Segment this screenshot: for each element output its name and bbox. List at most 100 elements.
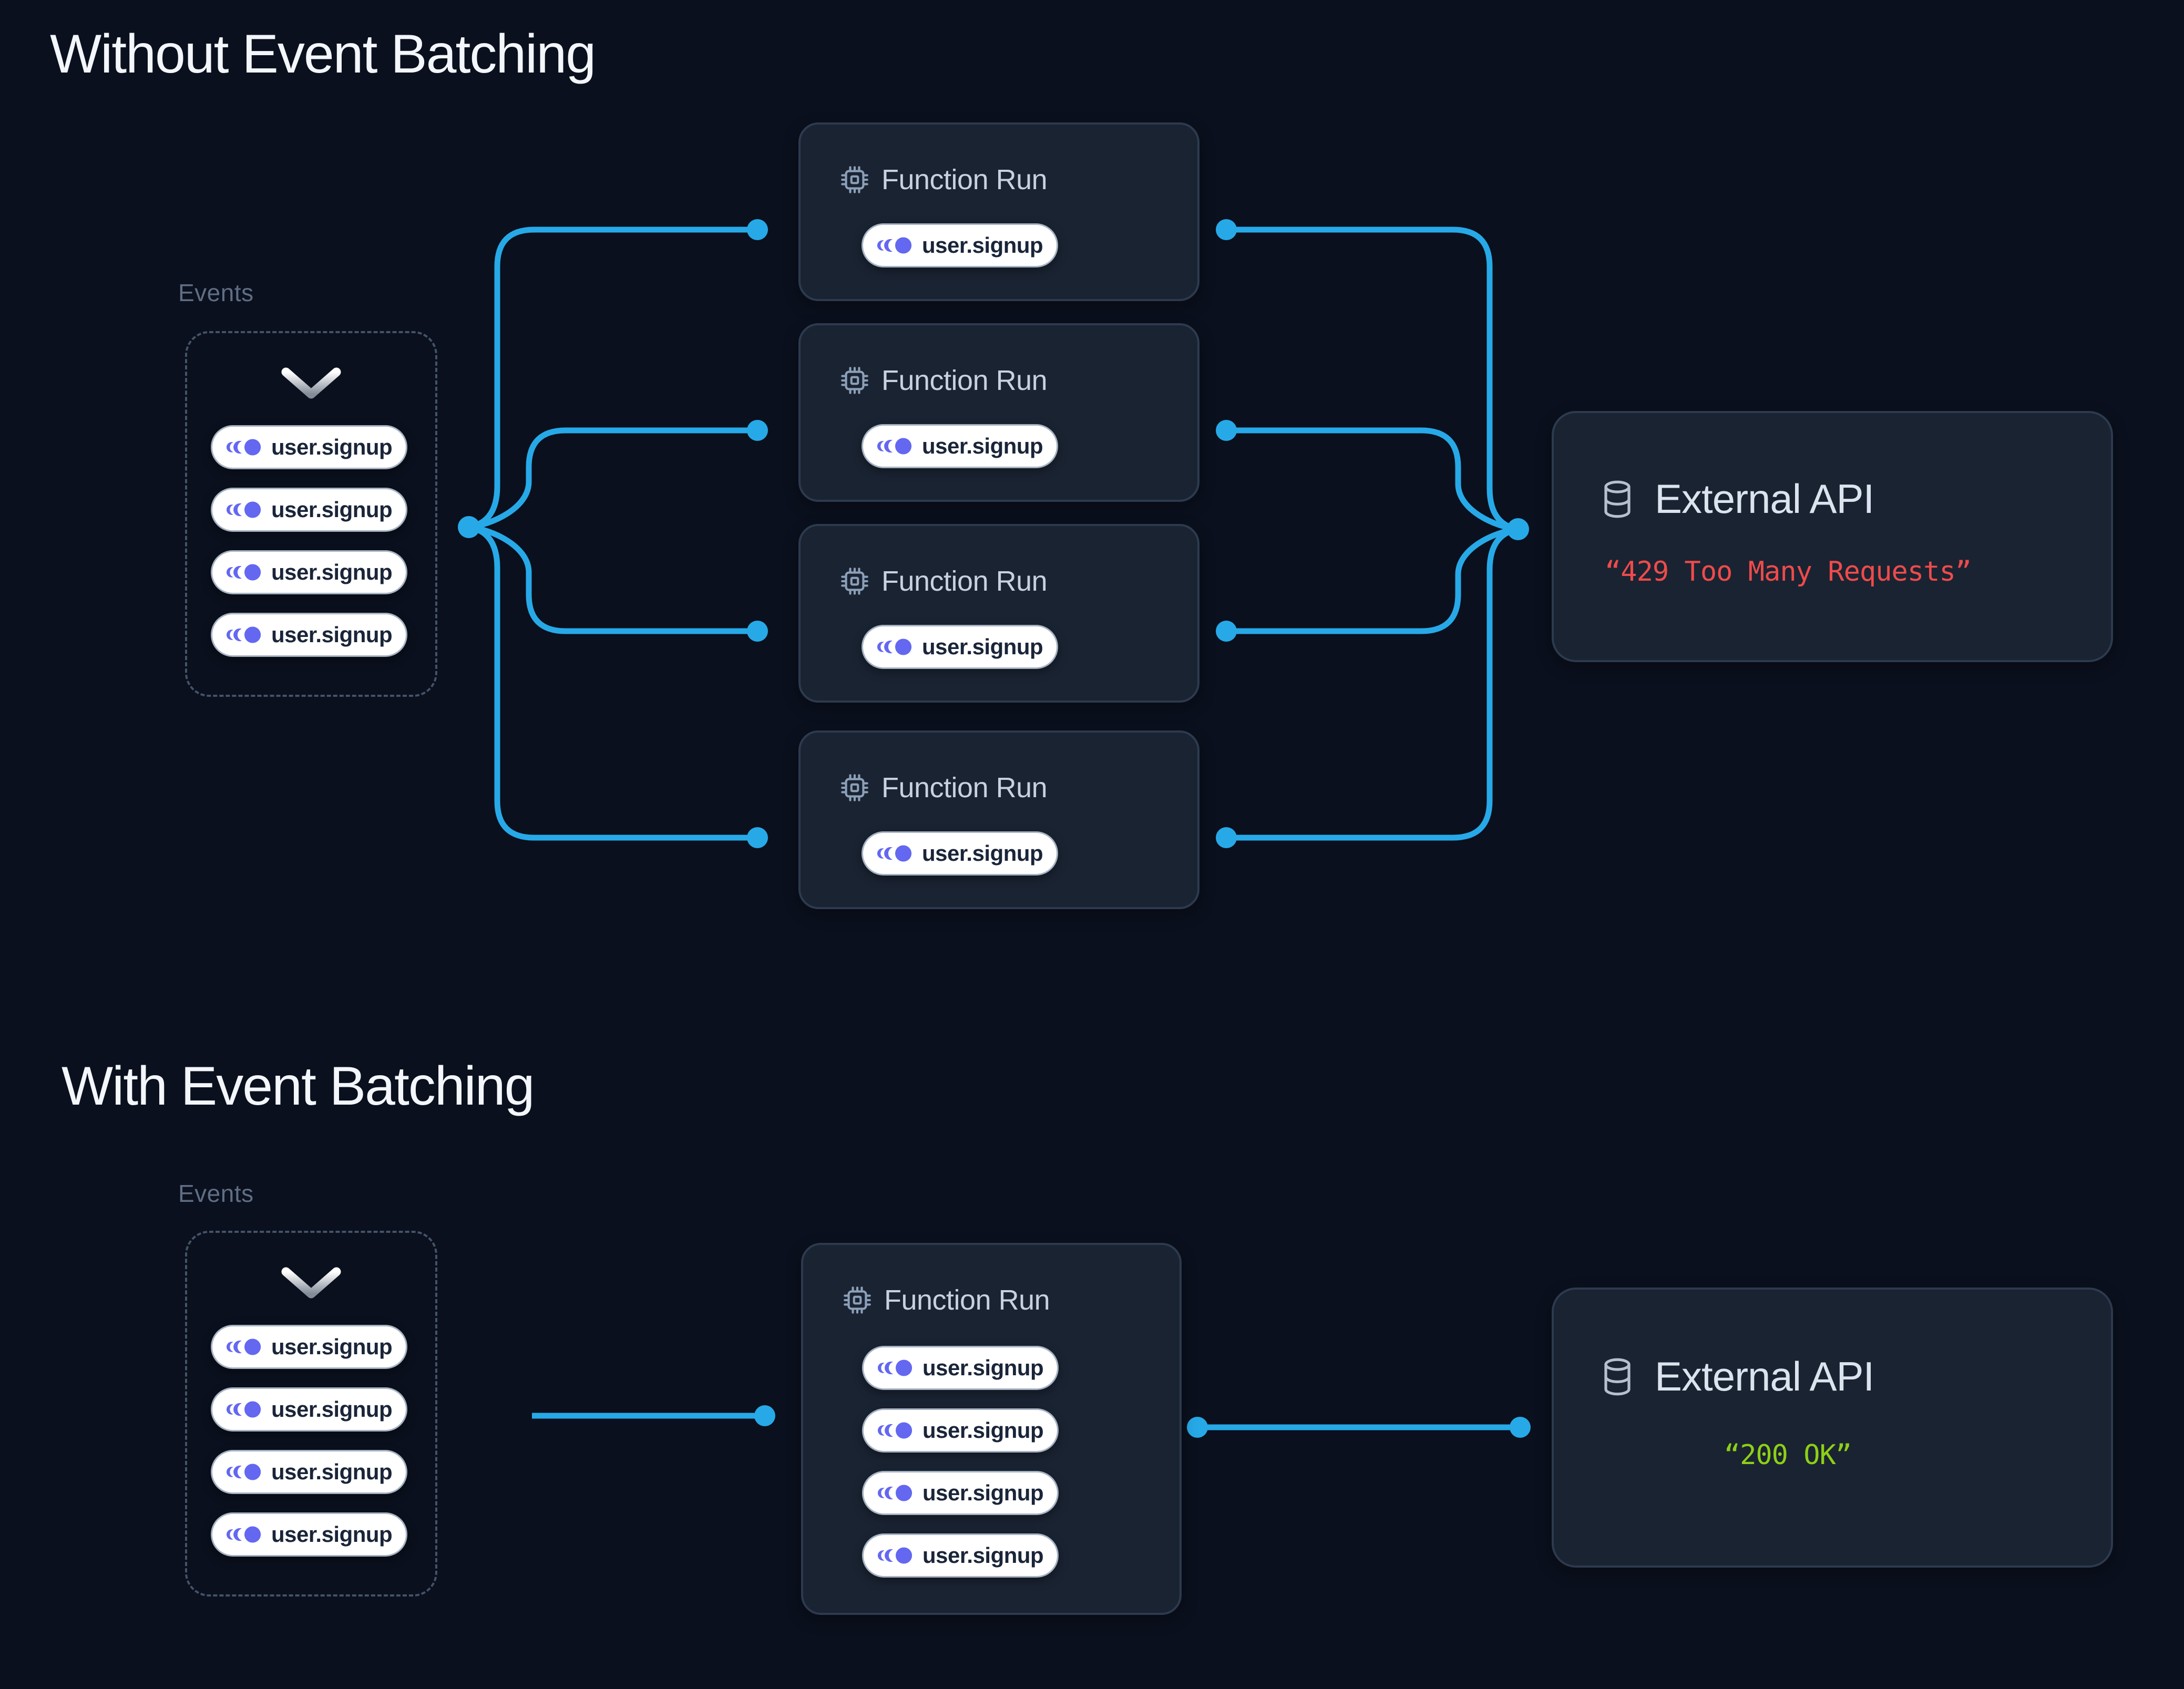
event-pill: user.signup xyxy=(211,488,408,532)
event-stream-icon xyxy=(226,437,263,458)
event-stream-icon xyxy=(877,235,914,256)
event-stream-icon xyxy=(226,624,263,645)
event-pill: user.signup xyxy=(862,1533,1059,1578)
event-stream-icon xyxy=(877,1420,914,1441)
fan-in-connector xyxy=(1226,526,1519,634)
fan-out-connector xyxy=(468,427,757,530)
fan-in-connector xyxy=(1226,226,1519,532)
connector-node-dot xyxy=(747,420,768,441)
event-pill: user.signup xyxy=(211,613,408,657)
event-stream-icon xyxy=(226,562,263,583)
function-run-title: Function Run xyxy=(881,565,1048,597)
event-pill: user.signup xyxy=(862,223,1059,267)
event-stream-icon xyxy=(877,1482,914,1503)
event-stream-icon xyxy=(226,1524,263,1545)
section-title-without-batching: Without Event Batching xyxy=(50,24,596,85)
fan-out-connector xyxy=(468,226,757,530)
event-pill-label: user.signup xyxy=(922,434,1043,458)
event-pill-label: user.signup xyxy=(922,1480,1044,1505)
event-stream-icon xyxy=(226,1336,263,1357)
fan-out-connector xyxy=(468,524,757,841)
api-response-error: “429 Too Many Requests” xyxy=(1605,556,1972,588)
event-pill-label: user.signup xyxy=(922,1543,1044,1568)
event-pill: user.signup xyxy=(211,425,408,469)
event-pill-label: user.signup xyxy=(271,1522,393,1547)
connector-node-dot xyxy=(747,621,768,642)
event-pill-label: user.signup xyxy=(922,233,1043,258)
event-stream-icon xyxy=(877,636,914,657)
connector-node-dot xyxy=(1216,827,1237,848)
event-pill: user.signup xyxy=(862,1346,1059,1390)
event-pill: user.signup xyxy=(211,1450,408,1494)
cpu-chip-icon xyxy=(842,1285,873,1315)
cpu-chip-icon xyxy=(839,566,870,596)
event-pill-label: user.signup xyxy=(922,1418,1044,1443)
events-label: Events xyxy=(178,1180,254,1207)
connector-node-dot xyxy=(747,827,768,848)
connector-node-dot xyxy=(1187,1417,1208,1438)
connector-node-dot xyxy=(1507,518,1529,540)
event-pill: user.signup xyxy=(862,1408,1059,1453)
database-icon xyxy=(1600,477,1635,521)
event-pill: user.signup xyxy=(211,550,408,594)
event-pill: user.signup xyxy=(862,1471,1059,1515)
event-stream-icon xyxy=(877,436,914,457)
external-api-header: External API xyxy=(1600,1353,1874,1400)
connector-node-dot xyxy=(747,219,768,240)
function-run-header: Function Run xyxy=(839,364,1048,397)
fan-in-connector xyxy=(1226,427,1519,532)
external-api-title: External API xyxy=(1655,1353,1874,1399)
event-pill-label: user.signup xyxy=(271,1459,393,1484)
events-group-box: user.signup user.signup user.signup user… xyxy=(185,331,437,697)
function-run-title: Function Run xyxy=(881,772,1048,804)
event-pill: user.signup xyxy=(862,625,1059,669)
function-run-header: Function Run xyxy=(839,771,1048,804)
events-label: Events xyxy=(178,279,254,306)
cpu-chip-icon xyxy=(839,773,870,803)
event-stream-icon xyxy=(877,1357,914,1378)
connector-node-dot xyxy=(1216,621,1237,642)
event-pill-label: user.signup xyxy=(271,497,393,522)
connector-node-dot xyxy=(458,516,480,538)
connector-node-dot xyxy=(1510,1417,1531,1438)
external-api-title: External API xyxy=(1655,476,1874,522)
external-api-card: External API “200 OK” xyxy=(1552,1288,2113,1568)
event-pill-label: user.signup xyxy=(922,1355,1044,1380)
function-run-card: Function Run user.signup xyxy=(798,122,1199,301)
function-run-card: Function Run user.signup xyxy=(798,524,1199,703)
section-title-with-batching: With Event Batching xyxy=(61,1056,535,1117)
chevron-down-icon xyxy=(279,1264,344,1303)
event-pill: user.signup xyxy=(211,1512,408,1557)
function-run-title: Function Run xyxy=(884,1284,1050,1316)
function-run-card-batched: Function Run user.signup user.signup use… xyxy=(801,1243,1182,1615)
event-pill-label: user.signup xyxy=(922,634,1043,659)
event-pill-label: user.signup xyxy=(271,1397,393,1422)
fan-in-connector xyxy=(1226,526,1519,841)
fan-out-connector xyxy=(468,524,757,634)
event-stream-icon xyxy=(226,1461,263,1482)
event-pill-label: user.signup xyxy=(271,1334,393,1359)
cpu-chip-icon xyxy=(839,365,870,396)
function-run-header: Function Run xyxy=(842,1284,1050,1316)
event-stream-icon xyxy=(226,1399,263,1420)
connector-node-dot xyxy=(1216,219,1237,240)
function-run-title: Function Run xyxy=(881,164,1048,195)
database-icon xyxy=(1600,1355,1635,1399)
event-stream-icon xyxy=(877,1545,914,1566)
chevron-down-icon xyxy=(279,365,344,404)
event-pill-label: user.signup xyxy=(271,435,393,459)
event-pill-label: user.signup xyxy=(271,560,393,584)
external-api-header: External API xyxy=(1600,475,1874,523)
event-pill: user.signup xyxy=(211,1325,408,1369)
events-group-box: user.signup user.signup user.signup user… xyxy=(185,1231,437,1597)
connector-node-dot xyxy=(754,1405,775,1426)
event-pill: user.signup xyxy=(211,1387,408,1431)
function-run-card: Function Run user.signup xyxy=(798,323,1199,502)
event-pill: user.signup xyxy=(862,424,1059,468)
function-run-title: Function Run xyxy=(881,365,1048,396)
cpu-chip-icon xyxy=(839,164,870,195)
event-pill: user.signup xyxy=(862,831,1059,876)
event-stream-icon xyxy=(877,843,914,864)
